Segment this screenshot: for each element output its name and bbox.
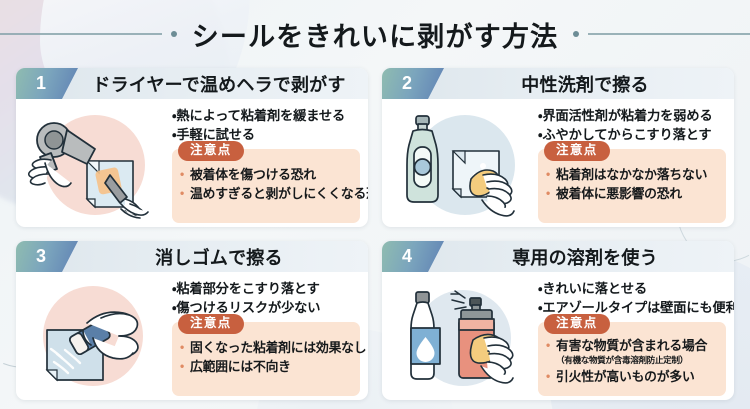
bullet-item: 粘着部分をこすり落とす <box>172 280 360 299</box>
bullet-item: エアゾールタイプは壁面にも便利 <box>538 299 734 318</box>
caution-item: 粘着剤はなかなか落ちない <box>546 166 719 185</box>
title-rule-left <box>0 33 162 35</box>
title-rule-right <box>588 33 750 35</box>
caution-list-2: 粘着剤はなかなか落ちない 被着体に悪影響の恐れ <box>546 166 719 203</box>
card-content-1: 熱によって粘着剤を緩ませる 手軽に試せる 注意点 被着体を傷つける恐れ 温めすぎ… <box>172 103 368 223</box>
page-title-row: シールをきれいに剥がす方法 <box>0 12 750 56</box>
bullet-item: きれいに落とせる <box>538 280 726 299</box>
method-card-grid: 1 ドライヤーで温めヘラで剥がす <box>16 68 734 400</box>
solvent-bottle-and-spray-can-icon <box>386 276 538 396</box>
caution-item: 広範囲には不向き <box>180 358 353 377</box>
hairdryer-and-spatula-icon <box>20 103 172 223</box>
bullet-item: 界面活性剤が粘着力を弱める <box>538 107 726 126</box>
card-title-4: 専用の溶剤を使う <box>512 247 658 268</box>
card-header-3: 3 消しゴムで擦る <box>16 241 368 272</box>
card-header-2: 2 中性洗剤で擦る <box>382 68 734 99</box>
method-card-1[interactable]: 1 ドライヤーで温めヘラで剥がす <box>16 68 368 227</box>
card-number-badge-3: 3 <box>16 241 78 272</box>
card-content-2: 界面活性剤が粘着力を弱める ふやかしてからこすり落とす 注意点 粘着剤はなかなか… <box>538 103 726 223</box>
card-header-1: 1 ドライヤーで温めヘラで剥がす <box>16 68 368 99</box>
caution-item: 引火性が高いものが多い <box>546 369 719 386</box>
method-card-4[interactable]: 4 専用の溶剤を使う <box>382 241 734 400</box>
caution-list-4-second: 引火性が高いものが多い <box>546 369 719 386</box>
card-body-2: 界面活性剤が粘着力を弱める ふやかしてからこすり落とす 注意点 粘着剤はなかなか… <box>382 99 734 227</box>
caution-badge-3: 注意点 <box>178 314 244 334</box>
caution-box-4: 注意点 有害な物質が含まれる場合 （有機な物質が含毒溶剤防止定制） 引火性が高い… <box>538 314 726 396</box>
caution-list-4: 有害な物質が含まれる場合 <box>546 338 719 355</box>
bullet-item: ふやかしてからこすり落とす <box>538 126 726 145</box>
caution-note-4: （有機な物質が含毒溶剤防止定制） <box>556 355 688 366</box>
card-header-4: 4 専用の溶剤を使う <box>382 241 734 272</box>
card-bullets-1: 熱によって粘着剤を緩ませる 手軽に試せる <box>172 107 360 144</box>
card-title-3: 消しゴムで擦る <box>155 247 283 268</box>
card-number-badge-1: 1 <box>16 68 78 99</box>
card-number-badge-4: 4 <box>382 241 444 272</box>
card-title-1: ドライヤーで温めヘラで剥がす <box>92 74 346 95</box>
card-title-2: 中性洗剤で擦る <box>521 74 649 95</box>
caution-badge-2: 注意点 <box>544 141 610 161</box>
card-content-4: きれいに落とせる エアゾールタイプは壁面にも便利 注意点 有害な物質が含まれる場… <box>538 276 734 396</box>
caution-badge-1: 注意点 <box>178 141 244 161</box>
caution-item: 有害な物質が含まれる場合 <box>546 338 719 355</box>
bullet-item: 熱によって粘着剤を緩ませる <box>172 107 360 126</box>
bullet-item: 傷つけるリスクが少ない <box>172 299 360 318</box>
bullet-item: 手軽に試せる <box>172 126 360 145</box>
card-body-3: 粘着部分をこすり落とす 傷つけるリスクが少ない 注意点 固くなった粘着剤には効果… <box>16 272 368 400</box>
card-content-3: 粘着部分をこすり落とす 傷つけるリスクが少ない 注意点 固くなった粘着剤には効果… <box>172 276 367 396</box>
title-dot-right-icon <box>573 31 580 37</box>
eraser-and-hand-icon <box>20 276 172 396</box>
page-title: シールをきれいに剥がす方法 <box>191 21 559 52</box>
caution-item: 被着体に悪影響の恐れ <box>546 185 719 204</box>
title-dot-left-icon <box>170 31 177 37</box>
card-body-4: きれいに落とせる エアゾールタイプは壁面にも便利 注意点 有害な物質が含まれる場… <box>382 272 734 400</box>
card-body-1: 熱によって粘着剤を緩ませる 手軽に試せる 注意点 被着体を傷つける恐れ 温めすぎ… <box>16 99 368 227</box>
card-bullets-4: きれいに落とせる エアゾールタイプは壁面にも便利 <box>538 280 734 318</box>
caution-box-3: 注意点 固くなった粘着剤には効果なし 広範囲には不向き <box>172 314 367 396</box>
caution-item: 被着体を傷つける恐れ <box>180 166 353 185</box>
caution-box-2: 注意点 粘着剤はなかなか落ちない 被着体に悪影響の恐れ <box>538 141 726 223</box>
caution-box-1: 注意点 被着体を傷つける恐れ 温めすぎると剥がしにくくなる恐れ <box>172 141 368 223</box>
card-number-badge-2: 2 <box>382 68 444 99</box>
caution-item: 固くなった粘着剤には効果なし <box>180 339 367 358</box>
method-card-3[interactable]: 3 消しゴムで擦る <box>16 241 368 400</box>
method-card-2[interactable]: 2 中性洗剤で擦る <box>382 68 734 227</box>
card-bullets-2: 界面活性剤が粘着力を弱める ふやかしてからこすり落とす <box>538 107 726 144</box>
caution-item: 温めすぎると剥がしにくくなる恐れ <box>180 185 368 204</box>
caution-badge-4: 注意点 <box>544 314 610 334</box>
detergent-bottle-and-sponge-icon <box>386 103 538 223</box>
caution-list-1: 被着体を傷つける恐れ 温めすぎると剥がしにくくなる恐れ <box>180 166 368 204</box>
caution-list-3: 固くなった粘着剤には効果なし 広範囲には不向き <box>180 339 367 377</box>
card-bullets-3: 粘着部分をこすり落とす 傷つけるリスクが少ない <box>172 280 360 317</box>
